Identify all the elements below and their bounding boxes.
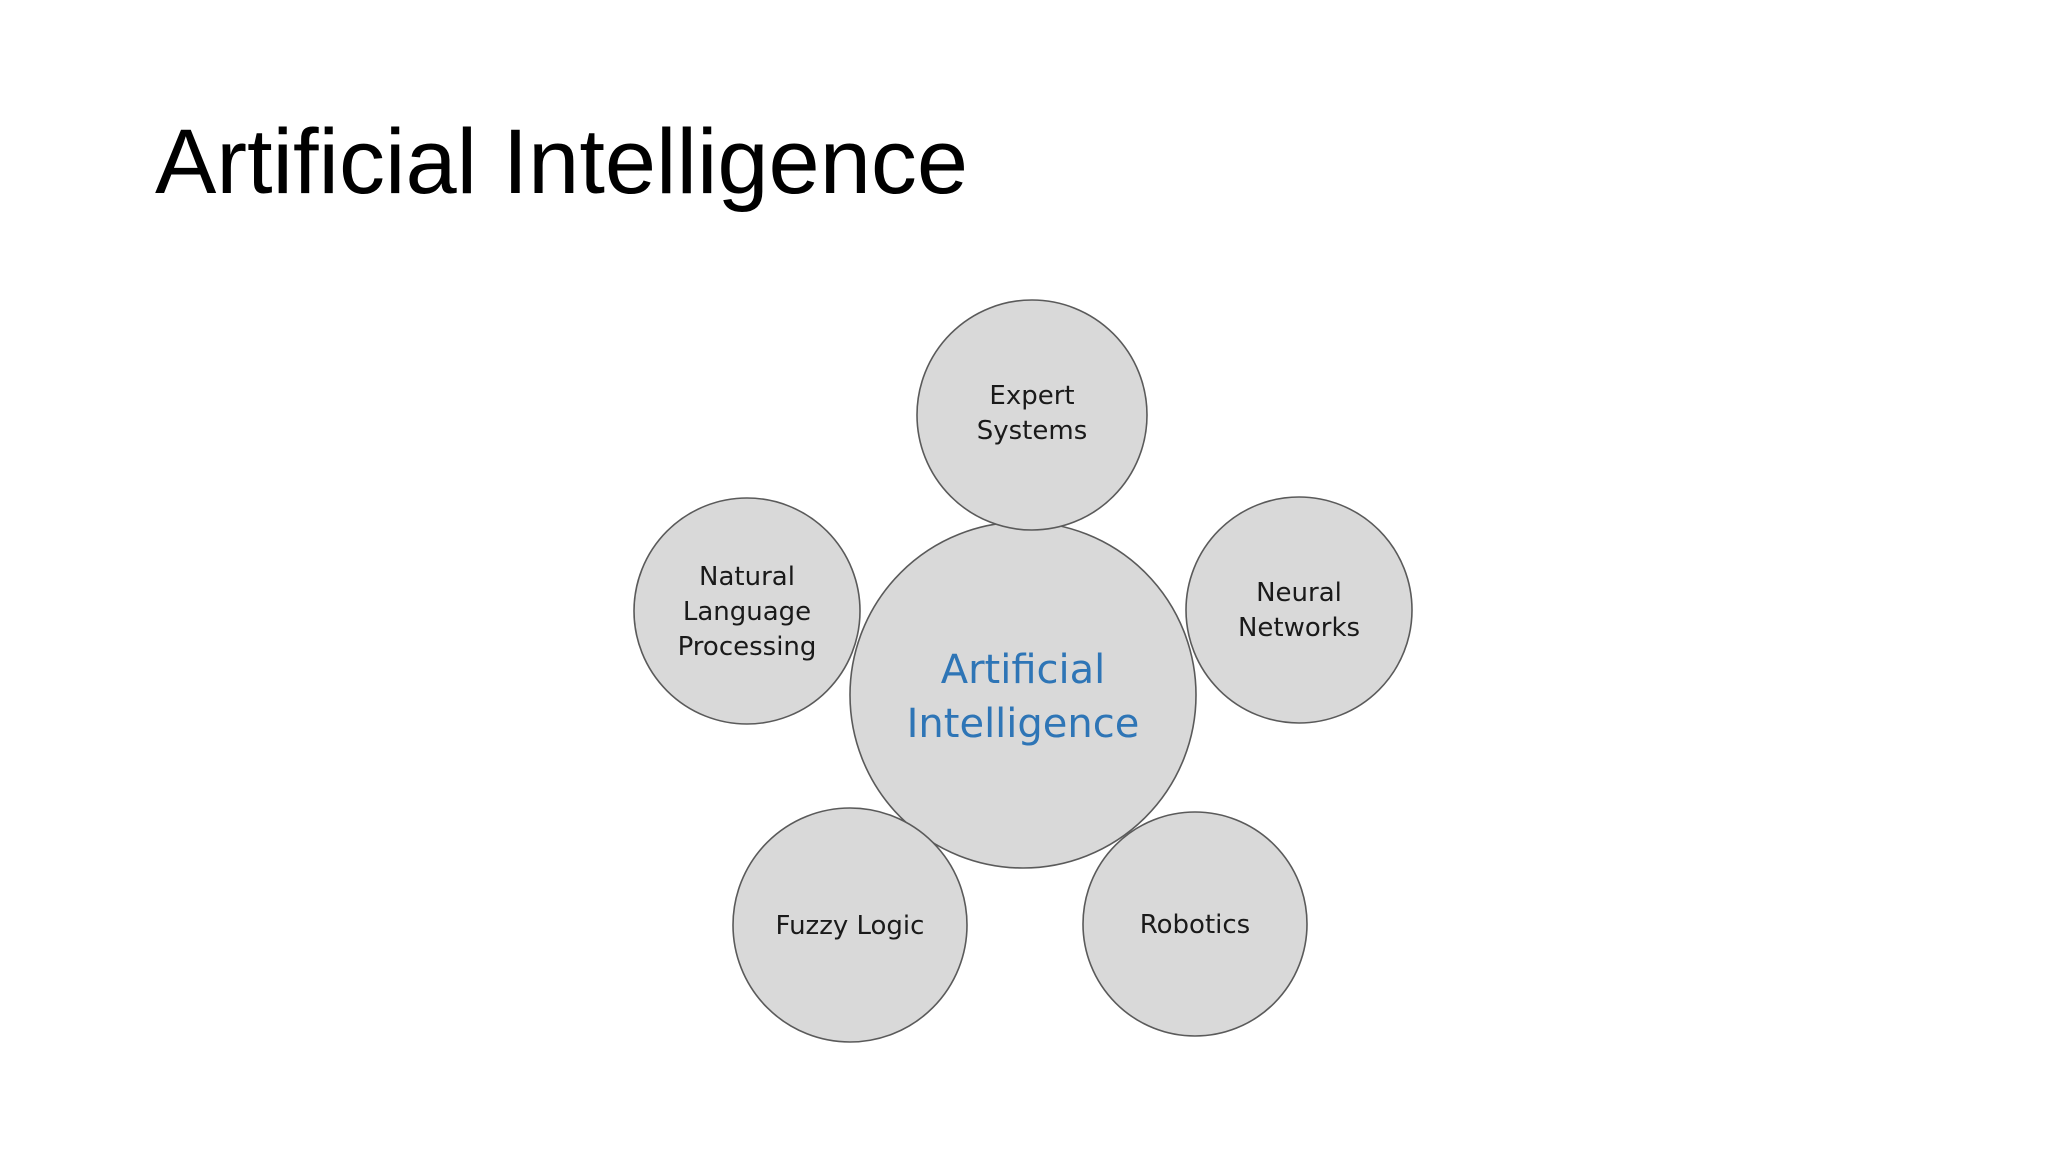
node-natural-language-processing-label-line-3: Processing — [678, 632, 817, 662]
node-natural-language-processing-circle — [633, 497, 861, 725]
node-fuzzy-logic: Fuzzy Logic — [732, 807, 968, 1043]
node-expert-systems-label-line-2: Systems — [977, 416, 1088, 446]
node-fuzzy-logic-circle — [732, 807, 968, 1043]
node-neural-networks-label-line-1: Neural — [1256, 578, 1342, 608]
node-robotics-circle — [1082, 811, 1308, 1037]
node-neural-networks: Neural Networks — [1185, 496, 1413, 724]
center-node: Artificial Intelligence — [849, 521, 1197, 869]
node-natural-language-processing: Natural Language Processing — [633, 497, 861, 725]
node-natural-language-processing-label-line-2: Language — [683, 597, 811, 627]
node-fuzzy-logic-label: Fuzzy Logic — [776, 911, 925, 941]
node-natural-language-processing-label-line-1: Natural — [699, 562, 795, 592]
node-expert-systems-circle — [916, 299, 1148, 531]
slide-title: Artificial Intelligence — [155, 111, 969, 213]
node-robotics-label: Robotics — [1140, 910, 1250, 940]
center-node-label-line-2: Intelligence — [907, 701, 1140, 747]
center-node-circle — [849, 521, 1197, 869]
node-expert-systems: Expert Systems — [916, 299, 1148, 531]
node-neural-networks-label-line-2: Networks — [1238, 613, 1360, 643]
node-neural-networks-circle — [1185, 496, 1413, 724]
node-robotics: Robotics — [1082, 811, 1308, 1037]
center-node-label-line-1: Artificial — [941, 647, 1106, 693]
node-expert-systems-label-line-1: Expert — [989, 381, 1074, 411]
